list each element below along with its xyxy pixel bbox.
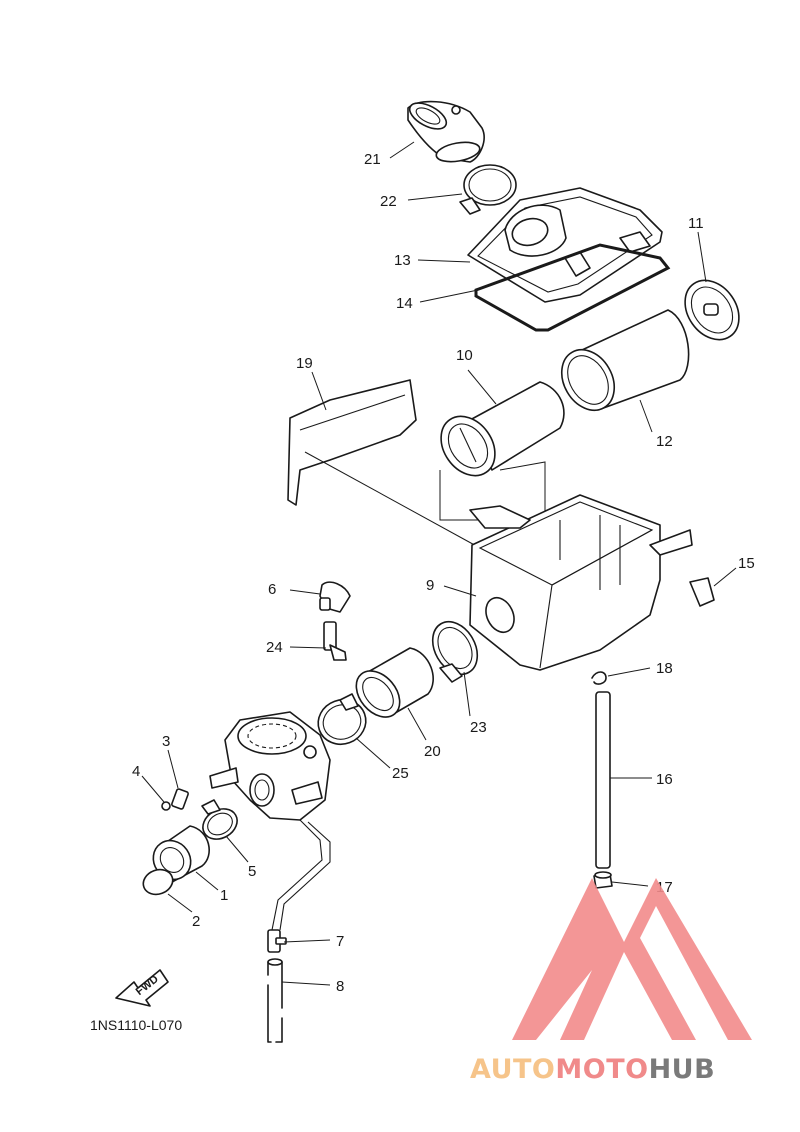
part-8-hose [267,958,283,1043]
callout-25: 25 [392,765,409,782]
part-10-element-guide [440,381,565,477]
callout-labels: 21 22 13 14 11 10 12 19 9 15 18 16 17 6 … [132,151,755,995]
callout-4: 4 [132,763,140,780]
part-23-clamp [431,620,479,683]
svg-text:AUTOMOTOHUB: AUTOMOTOHUB [470,1054,715,1085]
part-12-filter-element [560,309,690,411]
automotohub-logo-icon [512,878,752,1040]
callout-12: 12 [656,433,673,450]
callout-23: 23 [470,719,487,736]
part-6-cap [319,581,351,613]
part-14-gasket [474,243,671,332]
part-3-screw [171,788,189,810]
callout-15: 15 [738,555,755,572]
callout-6: 6 [268,581,276,598]
callout-9: 9 [426,577,434,594]
part-19-plate [287,379,417,506]
callout-14: 14 [396,295,413,312]
part-11-cap [684,279,740,341]
part-17-plug [593,871,613,889]
callout-19: 19 [296,355,313,372]
drain-hose-route-outer [279,821,331,931]
callout-21: 21 [364,151,381,168]
callout-24: 24 [266,639,283,656]
callout-3: 3 [162,733,170,750]
watermark-part-auto: AUTO [470,1054,555,1085]
carburetor-assembly [209,711,331,821]
part-15-clip [689,577,715,607]
callout-8: 8 [336,978,344,995]
reference-line-19 [304,451,481,549]
callout-5: 5 [248,863,256,880]
drain-hose-route [271,819,323,931]
part-22-clamp [459,164,517,215]
part-21-intake-duct [407,100,485,163]
callout-2: 2 [192,913,200,930]
part-9-air-cleaner-case [469,494,693,671]
callout-7: 7 [336,933,344,950]
fwd-arrow-icon: FWD [115,969,169,1007]
watermark-part-hub: HUB [649,1054,716,1085]
part-20-joint [355,647,434,718]
callout-16: 16 [656,771,673,788]
callout-11: 11 [688,215,704,232]
part-13-air-cleaner-cover [467,187,663,303]
watermark-text: AUTOMOTOHUB [470,1054,715,1085]
part-16-hose [595,691,611,869]
leader-lines [141,141,737,986]
part-25-clamp [317,693,367,746]
callout-18: 18 [656,660,673,677]
diagram-code: 1NS1110-L070 [90,1017,182,1033]
callout-22: 22 [380,193,397,210]
part-18-clip [591,671,607,685]
callout-13: 13 [394,252,411,269]
part-5-clamp [201,799,238,840]
callout-10: 10 [456,347,473,364]
watermark-part-moto: MOTO [555,1054,648,1085]
part-2-o-ring [142,868,174,896]
part-7-joint [267,929,287,953]
part-4-washer [161,801,171,811]
part-24-pipe [323,621,347,661]
callout-20: 20 [424,743,441,760]
callout-1: 1 [220,887,228,904]
